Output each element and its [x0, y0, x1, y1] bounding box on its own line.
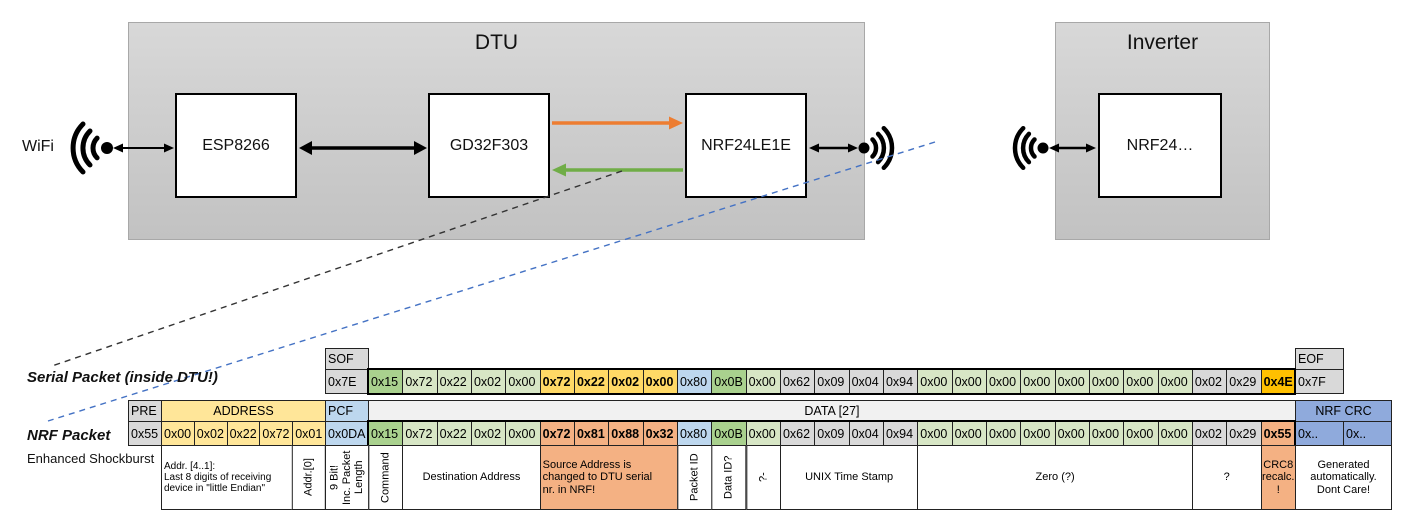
serial-byte-4: 0x00: [505, 369, 541, 394]
nrf-byte-2: 0x22: [436, 421, 472, 446]
nrf-byte-5: 0x72: [539, 421, 575, 446]
nrf-header-address: ADDRESS: [161, 400, 326, 422]
nrf-byte-25: 0x29: [1226, 421, 1262, 446]
nrf-byte-4: 0x00: [505, 421, 541, 446]
serial-byte-16: 0x00: [917, 369, 953, 394]
nrf-header-pcf: PCF: [325, 400, 369, 422]
annotation-unix-timestamp: UNIX Time Stamp: [779, 445, 919, 510]
inverter-title: Inverter: [1126, 31, 1199, 54]
nrf-byte-6: 0x81: [573, 421, 610, 446]
annotation-src-address: Source Address is changed to DTU serial …: [539, 445, 678, 510]
serial-packet-label: Serial Packet (inside DTU!): [27, 369, 218, 386]
inverter-container: Inverter: [1055, 22, 1270, 240]
serial-byte-18: 0x00: [985, 369, 1022, 394]
serial-byte-26: 0x4E: [1260, 369, 1296, 394]
nrf-byte-19: 0x00: [1020, 421, 1056, 446]
serial-byte-7: 0x02: [608, 369, 644, 394]
nrf-address-byte-1: 0x02: [193, 421, 228, 446]
annotation-addr0: Addr.[0]: [292, 445, 326, 510]
annotation-pcf-note: 9 Bit! Inc. Packet Length: [325, 445, 369, 510]
nrf24-inverter-box: NRF24…: [1098, 93, 1222, 198]
nrf-packet-label: NRF Packet: [27, 427, 111, 444]
serial-byte-15: 0x94: [882, 369, 919, 394]
serial-byte-11: 0x00: [745, 369, 781, 394]
annotation-addr-note: Addr. [4..1]: Last 8 digits of receiving…: [161, 445, 294, 510]
nrf-byte-10: 0x0B: [711, 421, 747, 446]
serial-byte-5: 0x72: [539, 369, 575, 394]
serial-byte-10: 0x0B: [711, 369, 747, 394]
nrf-byte-15: 0x94: [882, 421, 919, 446]
serial-byte-22: 0x00: [1123, 369, 1159, 394]
sof-value: 0x7E: [325, 369, 369, 394]
sof-header: SOF: [325, 348, 369, 370]
nrf-byte-12: 0x62: [779, 421, 816, 446]
nrf-pre-value: 0x55: [128, 421, 162, 446]
nrf-byte-8: 0x32: [642, 421, 678, 446]
nrf-address-byte-0: 0x00: [161, 421, 195, 446]
nrf-byte-13: 0x09: [814, 421, 850, 446]
nrf-byte-20: 0x00: [1054, 421, 1090, 446]
nrf-header-data-27-: DATA [27]: [368, 400, 1296, 422]
annotation-packet-id: Packet ID: [676, 445, 713, 510]
nrf-byte-18: 0x00: [985, 421, 1022, 446]
annotation-dest-address: Destination Address: [402, 445, 541, 510]
nrf-byte-14: 0x04: [848, 421, 884, 446]
serial-byte-24: 0x02: [1191, 369, 1228, 394]
radio-waves-icon: [1012, 125, 1049, 171]
nrf-address-byte-3: 0x72: [259, 421, 294, 446]
serial-byte-9: 0x80: [676, 369, 713, 394]
nrf-byte-21: 0x00: [1088, 421, 1125, 446]
nrf-crc-byte-1: 0x..: [1343, 421, 1392, 446]
serial-byte-0: 0x15: [368, 369, 404, 394]
serial-byte-8: 0x00: [642, 369, 678, 394]
serial-byte-21: 0x00: [1088, 369, 1125, 394]
serial-byte-20: 0x00: [1054, 369, 1090, 394]
nrf-byte-22: 0x00: [1123, 421, 1159, 446]
nrf-byte-23: 0x00: [1157, 421, 1193, 446]
nrf-pcf-value: 0x0DA: [325, 421, 369, 446]
nrf-address-byte-4: 0x01: [292, 421, 326, 446]
serial-byte-13: 0x09: [814, 369, 850, 394]
nrf-byte-0: 0x15: [368, 421, 404, 446]
annotation-crc8-note: CRC8 recalc. !: [1260, 445, 1296, 510]
wifi-label: WiFi: [22, 138, 54, 155]
serial-byte-1: 0x72: [402, 369, 438, 394]
enhanced-shockburst-label: Enhanced Shockburst: [27, 451, 155, 466]
annotation-zero: Zero (?): [917, 445, 1193, 510]
annotation-question2: ?: [1191, 445, 1262, 510]
annotation-data-id: Data ID?: [711, 445, 747, 510]
annotation-command: Command: [368, 445, 404, 510]
nrf-byte-26: 0x55: [1260, 421, 1296, 446]
wifi-signal-icon: [70, 121, 113, 175]
nrf-crc-byte-0: 0x..: [1295, 421, 1344, 446]
nrf-byte-17: 0x00: [951, 421, 987, 446]
serial-byte-23: 0x00: [1157, 369, 1193, 394]
nrf-header-pre: PRE: [128, 400, 162, 422]
eof-header: EOF: [1295, 348, 1344, 370]
dtu-title: DTU: [474, 31, 519, 54]
serial-byte-25: 0x29: [1226, 369, 1262, 394]
nrf-byte-11: 0x00: [745, 421, 781, 446]
serial-byte-17: 0x00: [951, 369, 987, 394]
nrf-byte-1: 0x72: [402, 421, 438, 446]
serial-byte-3: 0x02: [470, 369, 507, 394]
nrf-byte-7: 0x88: [608, 421, 644, 446]
serial-byte-12: 0x62: [779, 369, 816, 394]
serial-byte-19: 0x00: [1020, 369, 1056, 394]
eof-value: 0x7F: [1295, 369, 1344, 394]
nrf-address-byte-2: 0x22: [226, 421, 261, 446]
nrf24le1e-box: NRF24LE1E: [685, 93, 807, 198]
serial-byte-6: 0x22: [573, 369, 610, 394]
serial-byte-2: 0x22: [436, 369, 472, 394]
esp8266-box: ESP8266: [175, 93, 297, 198]
annotation-question-byte: ?-: [745, 445, 781, 510]
nrf-byte-3: 0x02: [470, 421, 507, 446]
nrf-header-nrf-crc: NRF CRC: [1295, 400, 1392, 422]
nrf-byte-9: 0x80: [676, 421, 713, 446]
annotation-nrf-crc-note: Generated automatically. Dont Care!: [1295, 445, 1392, 510]
serial-byte-14: 0x04: [848, 369, 884, 394]
nrf-byte-24: 0x02: [1191, 421, 1228, 446]
gd32f303-box: GD32F303: [428, 93, 550, 198]
nrf-byte-16: 0x00: [917, 421, 953, 446]
